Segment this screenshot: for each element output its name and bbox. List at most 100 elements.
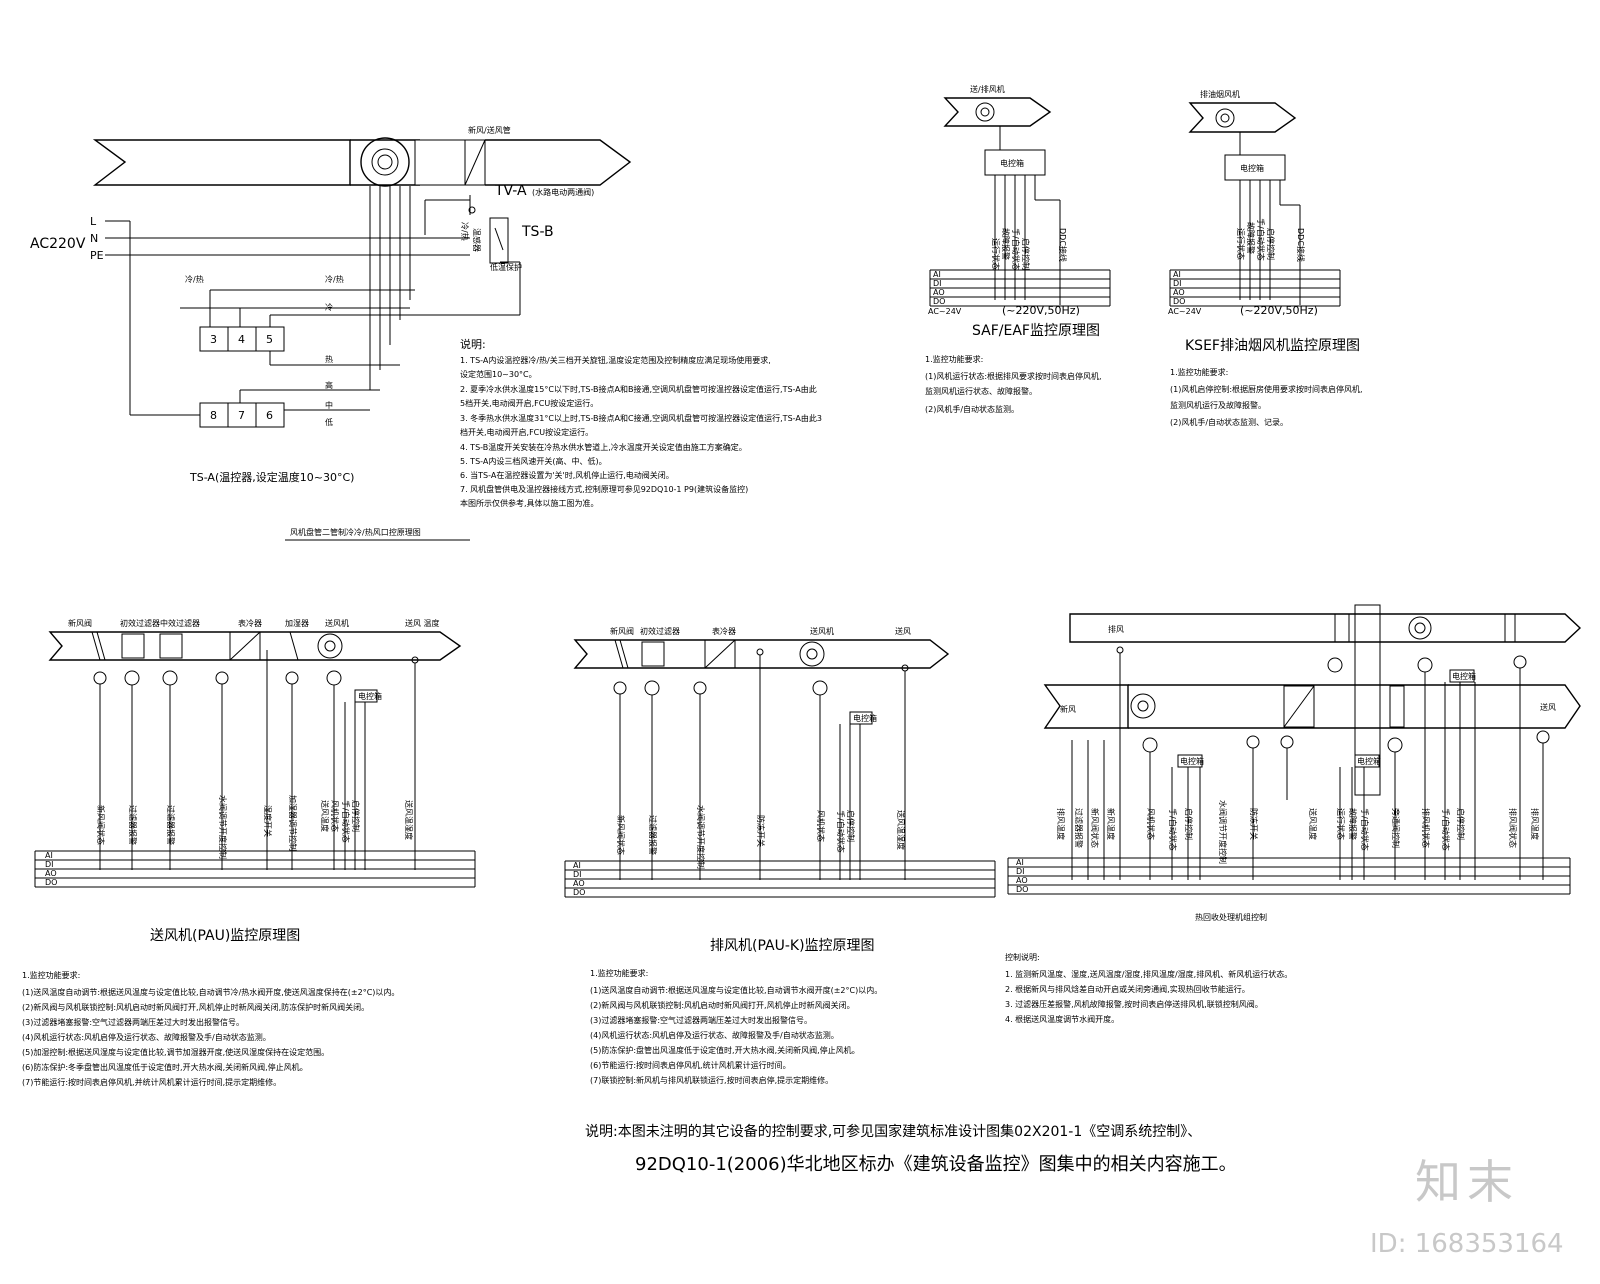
fcu-note: 6. 当TS-A在温控器设置为'关'时,风机停止运行,电动阀关闭。 [460,470,674,480]
hrv-note: 3. 过滤器压差报警,风机故障报警,按时间表启停送排风机,联锁控制风阀。 [1005,999,1263,1009]
hrv-signal: 运行状态 [1336,808,1346,840]
hrv-signal: 新风温度 [1106,808,1116,840]
ts-b-side-label-1: 冷/热 [460,222,470,241]
hrv-signal: 启停控制 [1456,808,1466,840]
fcu-tag-left: 冷/热 [185,274,204,284]
pauk-bus-di: DI [573,870,582,879]
terminal-8: 8 [210,409,217,422]
hrv-signal: 防冻开关 [1249,808,1259,840]
pauk-top-label: 表冷器 [712,626,736,636]
hrv-signal: 新风阀状态 [1090,808,1100,848]
pau-note: (4)风机运行状态:风机启停及运行状态、故障报警及手/自动状态监测。 [22,1032,271,1042]
fcu-note: 设定范围10~30°C。 [460,369,537,379]
ts-b-side-label-2: 温感器 [472,228,482,252]
hrv-exhaust-fan-icon [1408,616,1432,640]
footer-note-line-2: 92DQ10-1(2006)华北地区标办《建筑设备监控》图集中的相关内容施工。 [635,1154,1237,1175]
terminal-block-top: 3 4 5 [199,326,285,352]
wire-label-n: N [90,232,98,245]
saf-ctrl-label: 电控箱 [1000,158,1024,168]
hrv-label-exhaust: 排风 [1108,624,1124,634]
ksef-fan-label: 排油烟风机 [1200,89,1240,99]
pauk-diagram: 新风阀 初效过滤器 表冷器 送风机 送风 电控箱 新风阀状态 过滤器报警 水阀调… [564,626,996,1085]
tv-a-valve-icon [468,206,476,214]
saf-signal: 运行状态 [991,238,1001,270]
pau-note: (6)防冻保护:冬季盘管出风温度低于设定值时,开大热水阀,关闭新风阀,停止风机。 [22,1062,308,1072]
wire-label-l: L [90,215,97,228]
fcu-tag-5: 低 [325,417,333,427]
pauk-bus-do: DO [573,888,585,897]
saf-bus-di: DI [933,279,942,288]
pau-title: 送风机(PAU)监控原理图 [150,928,300,944]
hrv-ctrl-box-1 [1177,754,1203,768]
saf-signal: 启停控制 [1021,238,1031,270]
ksef-signal: 故障报警 [1246,222,1256,254]
fcu-tag-4: 中 [325,400,333,410]
hrv-ctrl-label: 电控箱 [1357,756,1381,766]
ksef-voltage-right: (~220V,50Hz) [1240,304,1318,317]
hrv-signal: 旁通阀控制 [1391,808,1401,848]
hrv-signal: 排风温度 [1530,808,1540,840]
terminal-7: 7 [238,409,245,422]
hrv-signal: 手/自动状态 [1168,808,1178,851]
hrv-signal: 排风阀状态 [1508,808,1518,848]
pauk-title: 排风机(PAU-K)监控原理图 [710,938,875,954]
pauk-ctrl-box [849,711,873,725]
pau-top-label: 初效过滤器 [120,618,160,628]
pau-fan-icon [317,633,343,659]
footer-note-line-1: 说明:本图未注明的其它设备的控制要求,可参见国家建筑标准设计图集02X201-1… [585,1123,1201,1140]
pauk-signal: 新风阀状态 [616,815,626,855]
hrv-signal: 排风机状态 [1421,808,1431,848]
pau-bus-do: DO [45,878,57,887]
fcu-diagram: 新风/送风管 TV-A (水路电动两通阀) TS-B 冷/热 温感器 低温保护 … [30,125,822,541]
ksef-bus-di: DI [1173,279,1182,288]
fcu-notes-title: 说明: [460,337,486,351]
fcu-vent-label: 新风/送风管 [468,125,511,135]
ksef-bus: AI DI AO DO [1169,269,1341,307]
ksef-diagram: 排油烟风机 电控箱 运行状态 故障报警 手/自动状态 启停控制 DDC接线 AI… [1168,89,1363,427]
hrv-label-fresh: 新风 [1060,704,1076,714]
saf-notes-title: 1.监控功能要求: [925,354,983,364]
pau-bus: AI DI AO DO [34,850,476,888]
saf-bus-ao: AO [933,288,945,297]
ksef-fan-icon [1215,108,1235,128]
pauk-signal: 风机状态 [816,810,826,842]
ksef-bus-ao: AO [1173,288,1185,297]
hrv-signal: 故障报警 [1348,808,1358,840]
pauk-notes-title: 1.监控功能要求: [590,968,648,978]
pau-signal: 过滤器报警 [166,805,176,845]
pau-note: (1)送风温度自动调节:根据送风温度与设定值比较,自动调节冷/热水阀开度,使送风… [22,987,399,997]
pau-signal: 启停控制 [351,800,361,832]
pau-signal: 风机状态 [330,800,340,832]
hrv-signal: 水阀调节开度控制 [1218,800,1228,864]
pau-diagram: 新风阀 初效过滤器 中效过滤器 表冷器 加湿器 送风机 送风 温度 电控箱 新风… [22,618,476,1087]
pauk-note: (3)过滤器堵塞报警:空气过滤器两端压差过大时发出报警信号。 [590,1015,812,1025]
pau-top-label: 新风阀 [68,618,92,628]
tv-a-note: (水路电动两通阀) [532,187,594,197]
pau-signal: 过滤器报警 [128,805,138,845]
terminal-block-bottom: 8 7 6 [199,402,285,428]
ksef-note: (1)风机启停控制:根据厨房使用要求按时间表启停风机, [1170,384,1363,394]
fcu-note: 2. 夏季冷水供水温度15°C以下时,TS-B接点A和B接通,空调风机盘管可按温… [460,384,817,394]
hrv-ctrl-box-3 [1449,669,1475,683]
pau-ctrl-label: 电控箱 [358,691,382,701]
pau-note: (7)节能运行:按时间表启停风机,并统计风机累计运行时间,提示定期维修。 [22,1077,281,1087]
saf-note: (2)风机手/自动状态监测。 [925,404,1019,414]
pauk-note: (7)联锁控制:新风机与排风机联锁运行,按时间表启停,提示定期维修。 [590,1075,833,1085]
hrv-bus-ao: AO [1016,876,1028,885]
fcu-note: 5. TS-A内设三档风速开关(高、中、低)。 [460,456,607,466]
saf-title: SAF/EAF监控原理图 [972,323,1100,339]
pau-signal: 水阀调节开度控制 [218,795,228,859]
pau-bus-ai: AI [45,851,53,860]
hrv-supply-fan-icon [1130,693,1156,719]
pau-note: (2)新风阀与风机联锁控制:风机启动时新风阀打开,风机停止时新风阀关闭,防冻保护… [22,1002,369,1012]
pauk-bus-ai: AI [573,861,581,870]
pauk-note: (1)送风温度自动调节:根据送风温度与设定值比较,自动调节水阀开度(±2°C)以… [590,985,882,995]
saf-fan-icon [975,102,995,122]
fcu-duct [92,139,351,186]
pauk-top-label: 新风阀 [610,626,634,636]
pau-top-label: 中效过滤器 [160,618,200,628]
fcu-tag-top: 冷/热 [325,274,344,284]
ts-b-label: TS-B [521,224,554,240]
fcu-note: 1. TS-A内设温控器冷/热/关三档开关旋钮,温度设定范围及控制精度应满足现场… [460,355,771,365]
